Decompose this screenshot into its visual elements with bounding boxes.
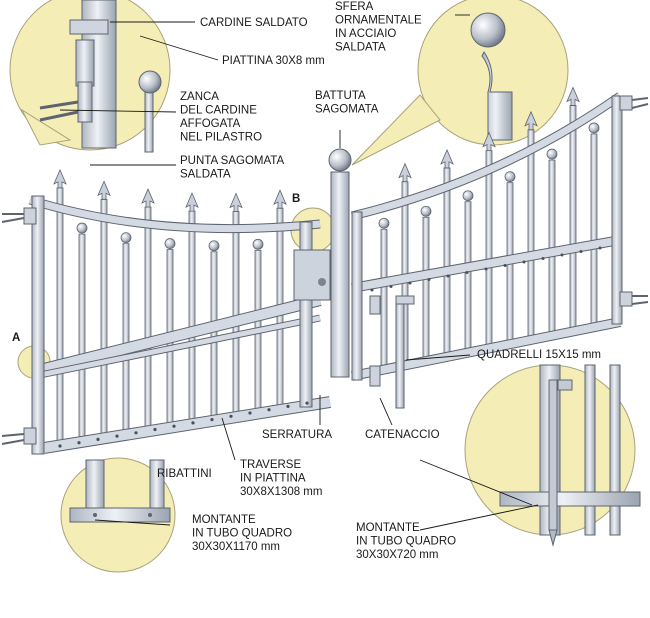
- lock-box: [293, 249, 331, 301]
- right-gate: [350, 86, 649, 409]
- label-piattina: PIATTINA 30X8 mm: [222, 55, 325, 67]
- callout-hinge-detail: [9, 0, 171, 153]
- label-catenaccio: CATENACCIO: [365, 429, 440, 441]
- tag-b: B: [292, 193, 300, 205]
- leader-lines: [59, 14, 539, 531]
- catenaccio-bolt: [395, 297, 405, 409]
- label-serratura: SERRATURA: [262, 429, 332, 441]
- tag-a: A: [12, 332, 20, 344]
- callout-hinge-bottom-left: [60, 457, 176, 573]
- callout-bolt-detail: [464, 364, 641, 547]
- left-hinge-stile: [31, 195, 45, 455]
- battuta-post: [328, 148, 352, 378]
- label-cardine-saldato: CARDINE SALDATO: [200, 17, 308, 29]
- right-hinge-stile: [611, 95, 623, 325]
- label-ribattini: RIBATTINI: [157, 468, 212, 480]
- left-gate: [1, 168, 331, 455]
- right-lock-stile: [351, 211, 363, 381]
- ribattini-rivets: [58, 246, 602, 448]
- label-quadrelli: QUADRELLI 15X15 mm: [477, 349, 601, 361]
